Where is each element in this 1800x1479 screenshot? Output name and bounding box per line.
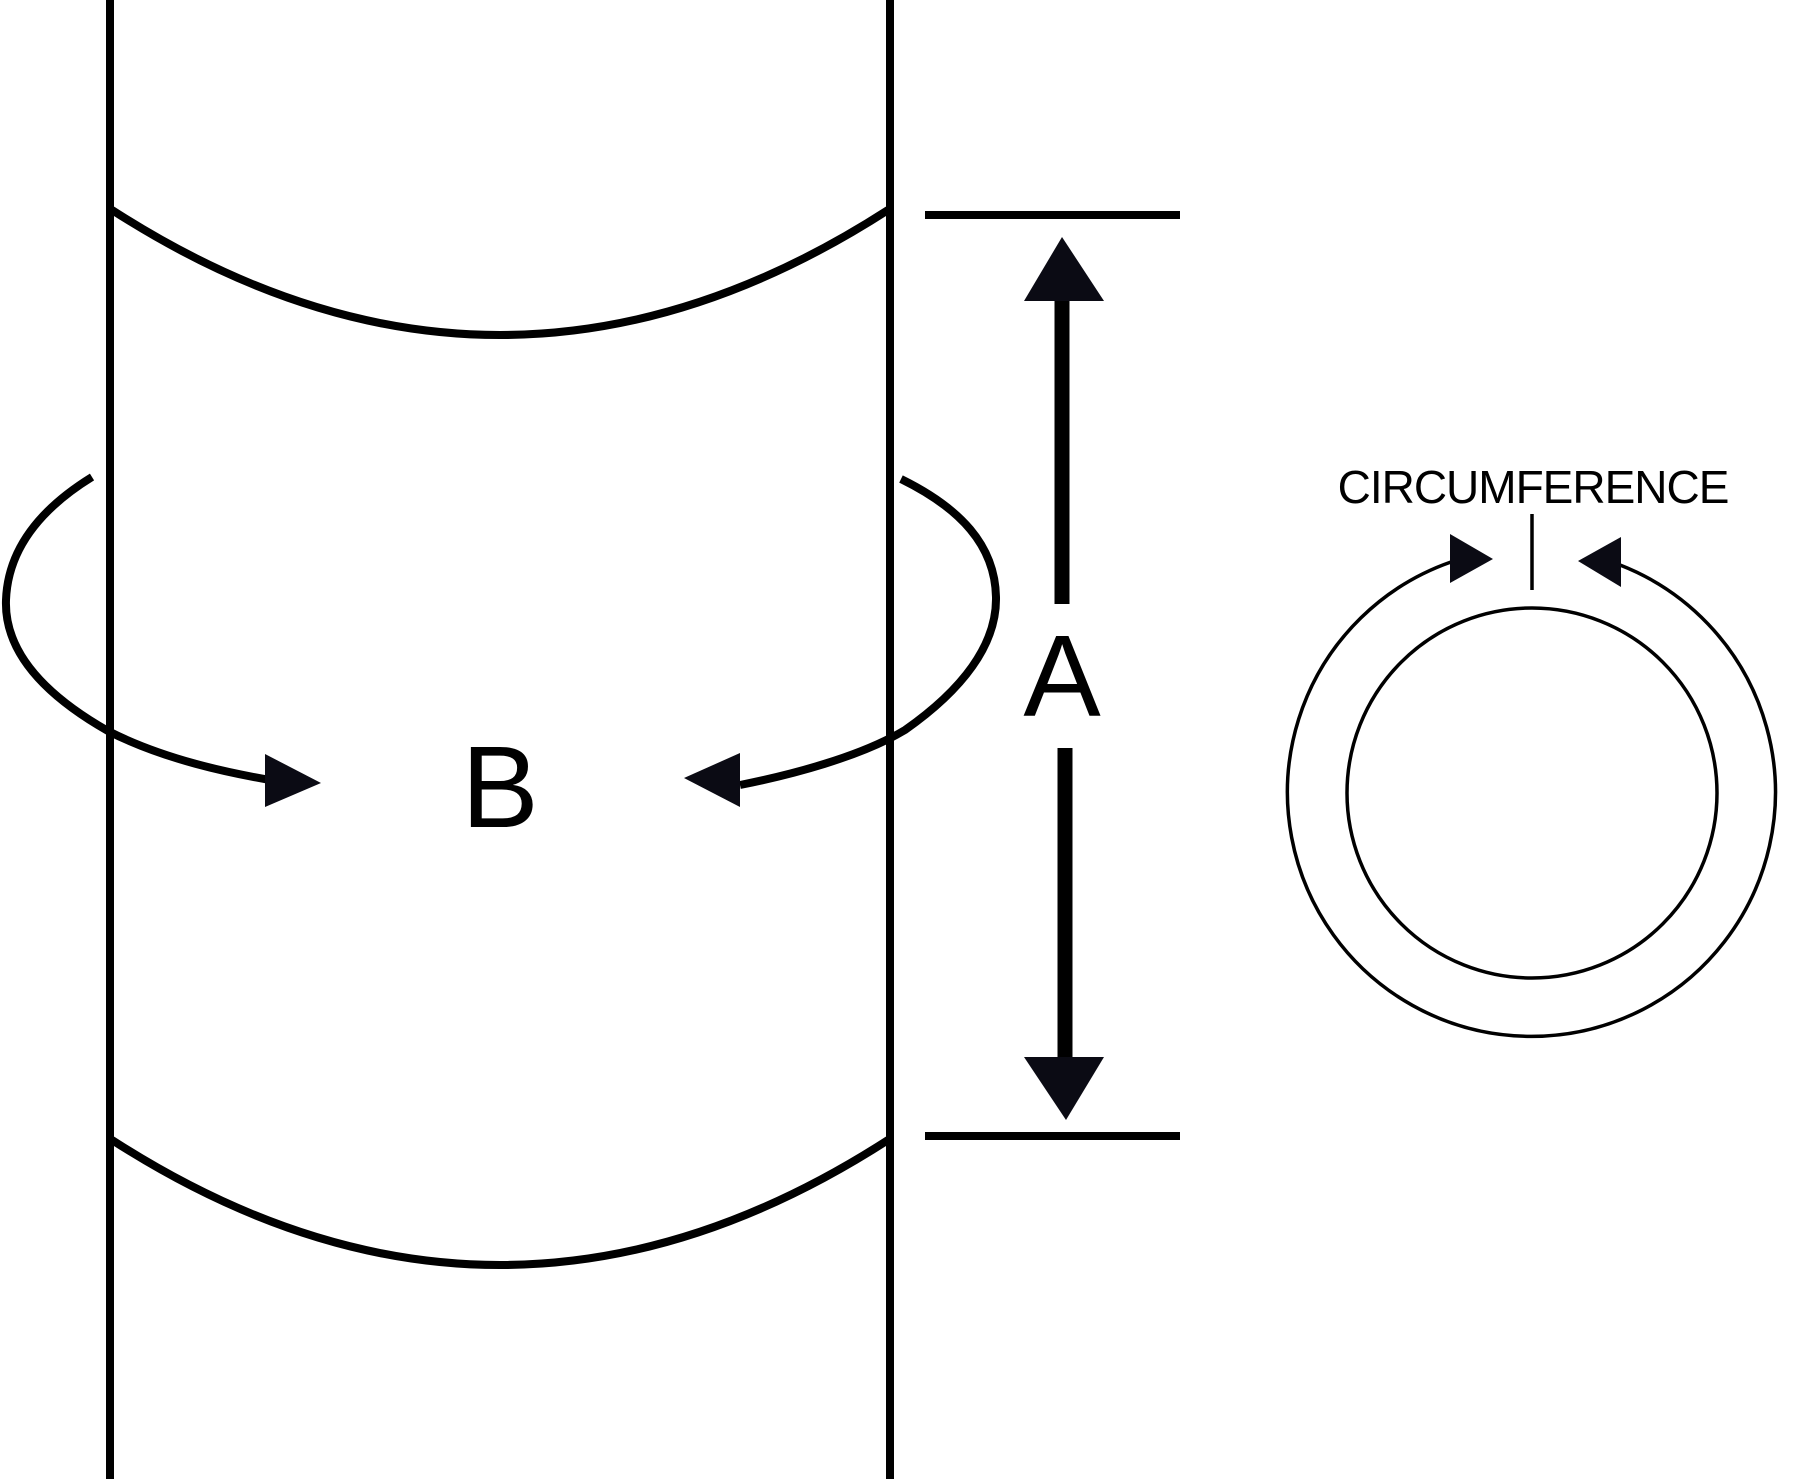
b-left-arrowhead [265, 754, 321, 807]
label-a: A [1023, 611, 1101, 741]
outer-ring-arc [1285, 560, 1778, 1039]
bottom-band-curve [109, 1136, 891, 1269]
label-b: B [461, 722, 538, 852]
circumference-right-arrowhead [1578, 537, 1621, 587]
a-arrow-up-head [1024, 237, 1104, 301]
a-arrow-down-head [1024, 1057, 1104, 1120]
circumference-left-arrowhead [1450, 534, 1493, 583]
b-right-wrap-curve [739, 475, 1001, 789]
label-circumference: CIRCUMFERENCE [1338, 461, 1729, 513]
b-right-arrowhead [684, 753, 740, 807]
inner-circle [1345, 606, 1719, 980]
b-left-wrap-curve [1, 473, 271, 784]
top-band-curve [109, 206, 891, 339]
